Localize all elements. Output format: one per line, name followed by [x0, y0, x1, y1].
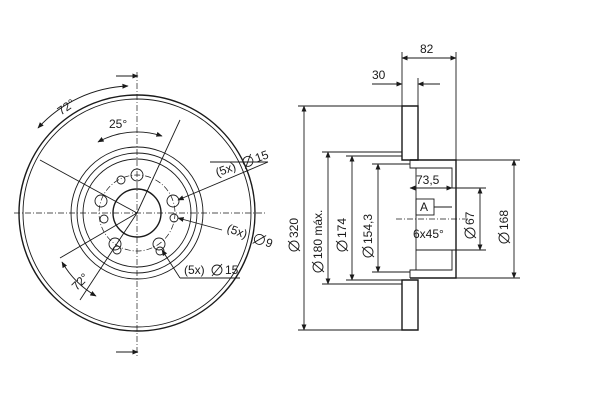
diameter-slash — [287, 240, 301, 252]
small-hole — [99, 214, 109, 224]
diameter-symbol — [288, 240, 300, 252]
dim-180-label-group: 180 máx. — [311, 210, 325, 273]
diameter-slash — [252, 235, 267, 244]
holes-15-top-dia: 15 — [253, 147, 271, 165]
angle-label-top: 72° — [55, 96, 78, 118]
small-hole — [112, 245, 122, 255]
bolt-hole — [94, 194, 108, 208]
dim-30-label: 30 — [372, 68, 386, 82]
dim-67-label-group: 67 — [463, 211, 477, 239]
diameter-symbol — [362, 246, 374, 258]
angle-arc-top — [37, 83, 129, 129]
small-hole — [116, 175, 126, 185]
dim-73-label: 73,5 — [416, 173, 440, 187]
bolt-holes-15 — [94, 168, 180, 251]
bolt-hole — [130, 168, 144, 182]
diameter-slash — [244, 153, 252, 169]
section-view: 82 30 320 180 máx. 174 — [287, 42, 520, 331]
diameter-slash — [335, 240, 349, 252]
friction-ring-section-bottom — [401, 279, 419, 331]
small-holes-9 — [99, 175, 179, 256]
diameter-symbol — [312, 261, 324, 273]
dim-180-label: 180 máx. — [311, 210, 325, 259]
hat-flange-bottom — [409, 250, 453, 278]
dim-174-label-group: 174 — [335, 218, 349, 252]
chamfer-label: 6x45° — [413, 227, 444, 241]
dim-82-label: 82 — [420, 42, 434, 56]
datum-label: A — [420, 200, 428, 214]
leader-holes-15-top — [177, 161, 269, 201]
diameter-slash — [211, 263, 223, 277]
holes-15-bottom-dia: 15 — [225, 263, 239, 277]
bolt-hole — [108, 237, 122, 251]
leader-holes-15-bottom-tip — [161, 249, 181, 279]
holes-9-label: (5x) 9 — [225, 221, 275, 251]
dim-168-label-group: 168 — [497, 210, 511, 244]
front-view: 72° 25° 72° (5x) 15 (5x) 9 (5x) 15 — [14, 72, 275, 358]
holes-9-dia: 9 — [264, 235, 275, 251]
diameter-slash — [361, 246, 375, 258]
diameter-slash — [497, 232, 511, 244]
holes-15-bottom-count: (5x) — [184, 263, 205, 277]
diameter-symbol — [253, 233, 265, 245]
holes-15-top-count: (5x) — [214, 159, 238, 179]
dim-320-label-group: 320 — [287, 218, 301, 252]
angle-label-bottom: 72° — [69, 270, 92, 293]
bolt-hole — [152, 237, 166, 251]
bolt-hole — [166, 194, 180, 208]
holes-15-bottom-label: (5x) 15 — [184, 263, 239, 277]
angle-arc-bottom — [61, 261, 97, 297]
holes-15-top-label: (5x) 15 — [214, 147, 271, 179]
diameter-slash — [311, 261, 325, 273]
diameter-symbol — [498, 232, 510, 244]
dim-154-label: 154,3 — [361, 214, 375, 244]
friction-ring-section-top — [401, 105, 419, 161]
holes-9-count: (5x) — [225, 221, 249, 241]
dim-174-label: 174 — [335, 218, 349, 238]
dim-320-label: 320 — [287, 218, 301, 238]
angle-ray-4 — [59, 212, 138, 259]
diameter-symbol — [336, 240, 348, 252]
angle-arc-inner — [97, 131, 163, 143]
small-hole — [169, 213, 179, 223]
diameter-symbol — [211, 264, 223, 276]
angle-label-inner: 25° — [109, 117, 127, 131]
dim-154-label-group: 154,3 — [361, 214, 375, 258]
dim-67-label: 67 — [463, 211, 477, 225]
diameter-slash — [463, 227, 477, 239]
dim-168-label: 168 — [497, 210, 511, 230]
angle-ray-3 — [79, 212, 138, 301]
diameter-symbol — [242, 155, 254, 167]
angle-ray-2 — [136, 119, 181, 214]
diameter-symbol — [464, 227, 476, 239]
angle-ray-1 — [39, 159, 138, 214]
leader-holes-9 — [177, 217, 223, 231]
